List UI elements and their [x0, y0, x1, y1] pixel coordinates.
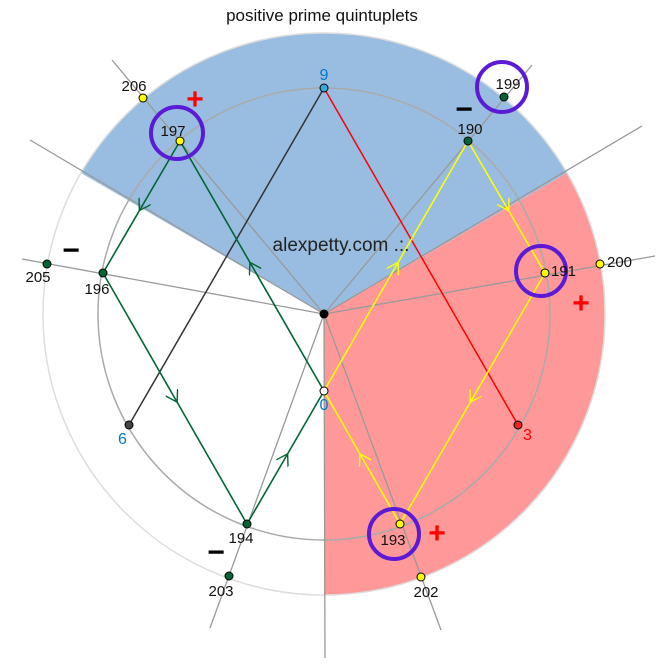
plus-sign-193: +: [428, 517, 446, 550]
label-202: 202: [413, 584, 438, 601]
label-205: 205: [25, 269, 50, 286]
label-200: 200: [607, 254, 632, 271]
label-194: 194: [228, 530, 253, 547]
label-191: 191: [551, 263, 576, 280]
outer-circle: [42, 32, 606, 596]
label-0: 0: [320, 397, 329, 414]
label-203: 203: [208, 583, 233, 600]
label-199: 199: [495, 76, 520, 93]
point-3: [513, 420, 523, 430]
plus-sign-197: +: [186, 83, 204, 116]
label-206: 206: [121, 78, 146, 95]
point-9: [319, 83, 329, 93]
point-194: [242, 519, 252, 529]
point-199: [499, 92, 509, 102]
highlight-197: [149, 105, 205, 161]
red-sector: [324, 173, 605, 595]
point-6: [124, 420, 134, 430]
label-196: 196: [84, 281, 109, 298]
point-205: [42, 259, 52, 269]
green-path: [102, 140, 325, 525]
point-191: [540, 268, 550, 278]
plus-sign-191: +: [572, 287, 590, 320]
yellow-path: [323, 140, 546, 525]
minus-sign-205: −: [62, 234, 80, 267]
highlight-193: [367, 507, 421, 561]
point-206: [138, 93, 148, 103]
label-9: 9: [320, 67, 329, 84]
diagram-title: positive prime quintuplets: [226, 6, 418, 25]
watermark: alexpetty.com .:.: [273, 235, 410, 256]
point-197: [175, 136, 185, 146]
point-190: [463, 136, 473, 146]
point-202: [416, 572, 426, 582]
line-6-9: [128, 87, 325, 426]
label-190: 190: [457, 121, 482, 138]
label-197: 197: [160, 123, 185, 140]
point-196: [98, 268, 108, 278]
label-3: 3: [523, 427, 532, 444]
label-193: 193: [380, 532, 405, 549]
minus-sign-190: −: [455, 93, 473, 126]
point-0: [319, 386, 329, 396]
label-6: 6: [118, 431, 127, 448]
point-193: [395, 519, 405, 529]
center-point: [319, 309, 329, 319]
point-200: [595, 259, 605, 269]
highlight-199: [475, 60, 529, 114]
minus-sign-203: −: [207, 536, 225, 569]
point-203: [224, 571, 234, 581]
blue-sector: [81, 33, 567, 314]
line-9-3: [323, 87, 519, 426]
highlight-191: [514, 244, 568, 298]
